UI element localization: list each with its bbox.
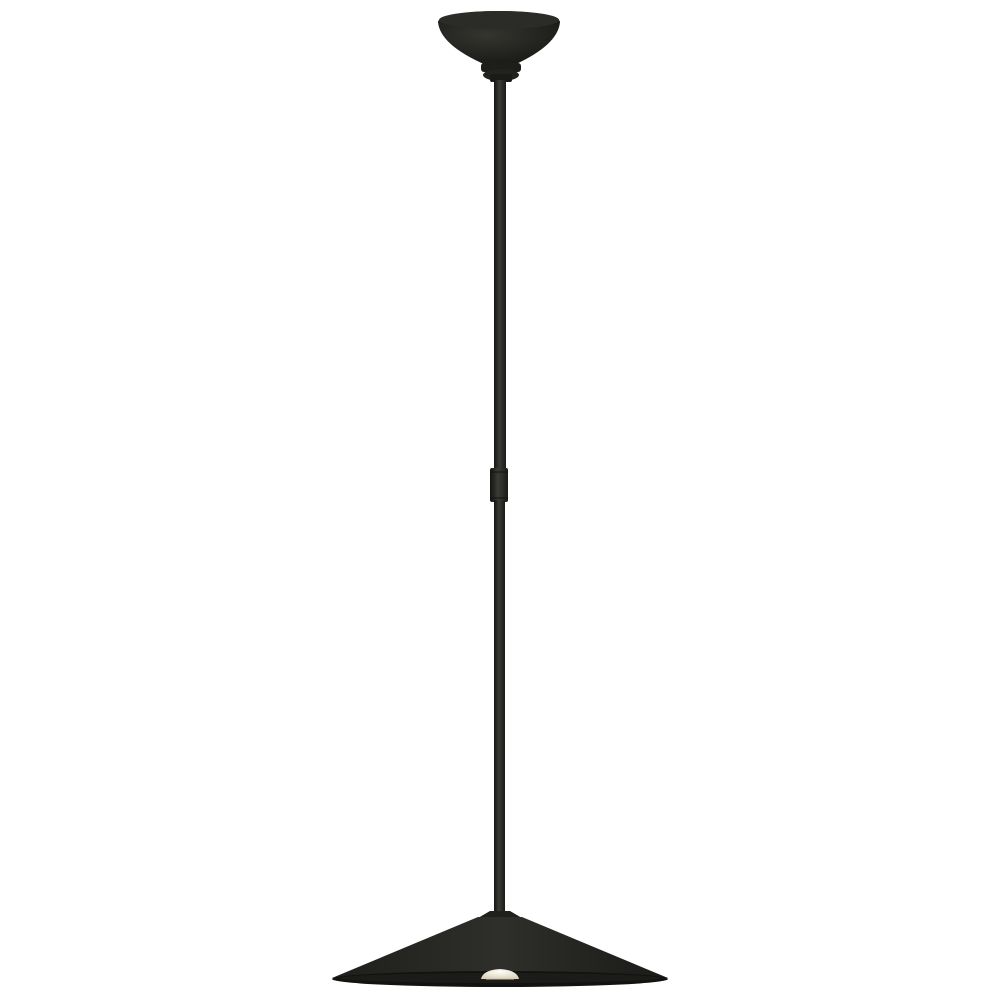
- canopy-collar: [481, 63, 521, 82]
- shade-cap: [478, 911, 522, 918]
- ceiling-canopy: [438, 11, 560, 65]
- lower-stem: [494, 500, 505, 916]
- stem-coupling: [490, 468, 508, 502]
- upper-stem: [494, 80, 506, 472]
- bulb: [481, 969, 519, 980]
